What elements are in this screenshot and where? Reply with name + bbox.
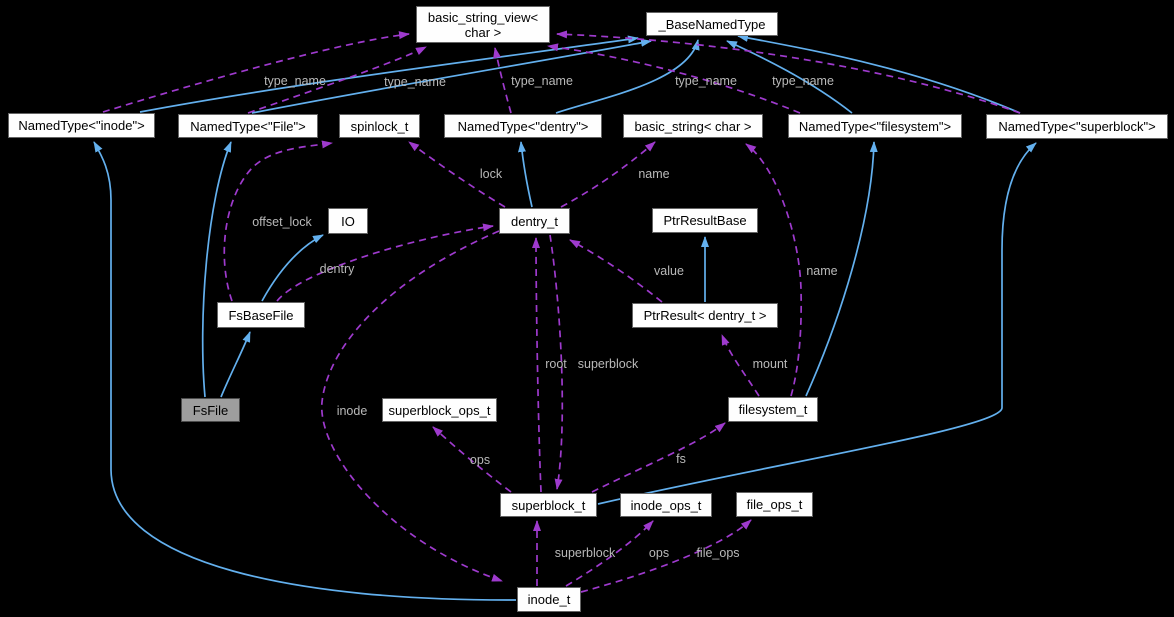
edge-use-ops-inode	[565, 520, 654, 587]
node-basic-string-view-label: basic_string_view< char >	[427, 9, 539, 40]
edge-use-mount	[721, 334, 760, 397]
edge-use-value	[569, 239, 663, 303]
edge-use-dentry	[276, 223, 494, 302]
edge-use-typename-filesystem	[547, 43, 801, 114]
edge-inh-dentry-ntdentry	[518, 141, 533, 208]
node-named-type-superblock[interactable]: NamedType<"superblock">	[986, 114, 1168, 139]
edge-label-type-name-inode: type_name	[264, 74, 326, 88]
edge-label-superblock-inode: superblock	[554, 546, 616, 560]
edge-inh-ntfilesystem-basenamedtype	[726, 40, 853, 114]
edge-inh-fsfile-ntfile	[201, 141, 232, 398]
edge-inh-ntinode-basenamedtype	[139, 35, 639, 113]
edge-label-offset-lock: offset_lock	[252, 215, 312, 229]
edge-inh-ntsuperblock-basenamedtype	[737, 33, 1021, 114]
edge-use-ops-superblock	[432, 426, 512, 493]
edge-label-name-dentry: name	[638, 167, 670, 181]
edge-label-root: root	[545, 357, 567, 371]
edge-label-file-ops: file_ops	[696, 546, 740, 560]
node-fs-base-file[interactable]: FsBaseFile	[217, 302, 305, 328]
edge-use-file-ops	[580, 519, 752, 593]
edge-label-inode: inode	[336, 404, 368, 418]
edge-use-typename-inode	[102, 31, 410, 113]
edge-label-type-name-file: type_name	[384, 75, 446, 89]
node-named-type-filesystem[interactable]: NamedType<"filesystem">	[788, 114, 962, 138]
edge-label-ops-inode: ops	[648, 546, 670, 560]
node-dentry-t[interactable]: dentry_t	[499, 208, 570, 234]
edge-label-ops-superblock: ops	[469, 453, 491, 467]
node-filesystem-t[interactable]: filesystem_t	[728, 397, 818, 422]
node-named-type-file[interactable]: NamedType<"File">	[178, 114, 318, 138]
node-named-type-inode[interactable]: NamedType<"inode">	[8, 113, 155, 138]
node-io[interactable]: IO	[328, 208, 368, 234]
edge-use-typename-superblock	[556, 30, 1021, 114]
node-superblock-ops-t[interactable]: superblock_ops_t	[382, 398, 497, 422]
edge-label-lock: lock	[479, 167, 503, 181]
edge-label-name-filesystem: name	[806, 264, 838, 278]
edge-use-name-dentry	[560, 141, 656, 208]
node-inode-ops-t[interactable]: inode_ops_t	[620, 493, 712, 517]
node-file-ops-t[interactable]: file_ops_t	[736, 492, 813, 517]
node-basic-string-view[interactable]: basic_string_view< char >	[416, 6, 550, 43]
node-fs-file[interactable]: FsFile	[181, 398, 240, 422]
edge-inh-superblock-ntsuperblock	[597, 142, 1037, 505]
edge-label-mount: mount	[752, 357, 788, 371]
edge-label-value: value	[654, 264, 684, 278]
edge-inh-fsfile-fsbasefile	[220, 331, 251, 398]
node-spinlock-t[interactable]: spinlock_t	[339, 114, 420, 138]
edge-use-offset-lock	[223, 140, 333, 302]
node-ptr-result-base[interactable]: PtrResultBase	[652, 208, 758, 233]
edge-inh-ntdentry-basenamedtype	[555, 39, 700, 114]
edge-label-dentry: dentry	[319, 262, 355, 276]
edge-label-type-name-superblock: type_name	[772, 74, 834, 88]
node-inode-t[interactable]: inode_t	[517, 587, 581, 612]
edge-label-type-name-filesystem: type_name	[675, 74, 737, 88]
edge-label-fs: fs	[676, 452, 686, 466]
edge-label-type-name-dentry: type_name	[511, 74, 573, 88]
edge-inh-inode-ntinode	[93, 141, 517, 601]
edge-use-inode	[321, 230, 503, 582]
edge-inh-fsbasefile-io	[261, 234, 324, 302]
node-basic-string[interactable]: basic_string< char >	[623, 114, 763, 138]
node-base-named-type[interactable]: _BaseNamedType	[646, 12, 778, 36]
edge-use-typename-file	[247, 46, 427, 114]
edge-use-fs	[591, 422, 726, 493]
node-superblock-t[interactable]: superblock_t	[500, 493, 597, 517]
edge-inh-filesystem-ntfilesystem	[805, 141, 878, 397]
node-named-type-dentry[interactable]: NamedType<"dentry">	[444, 114, 602, 138]
edge-use-lock	[408, 141, 506, 208]
edge-use-root	[532, 237, 542, 493]
edge-use-superblock-from-dentry	[549, 234, 564, 490]
edge-use-typename-dentry	[493, 47, 512, 114]
node-ptr-result-dentry[interactable]: PtrResult< dentry_t >	[632, 303, 778, 328]
edge-label-superblock-dentry: superblock	[577, 357, 639, 371]
edge-inh-ntfile-basenamedtype	[251, 38, 652, 114]
